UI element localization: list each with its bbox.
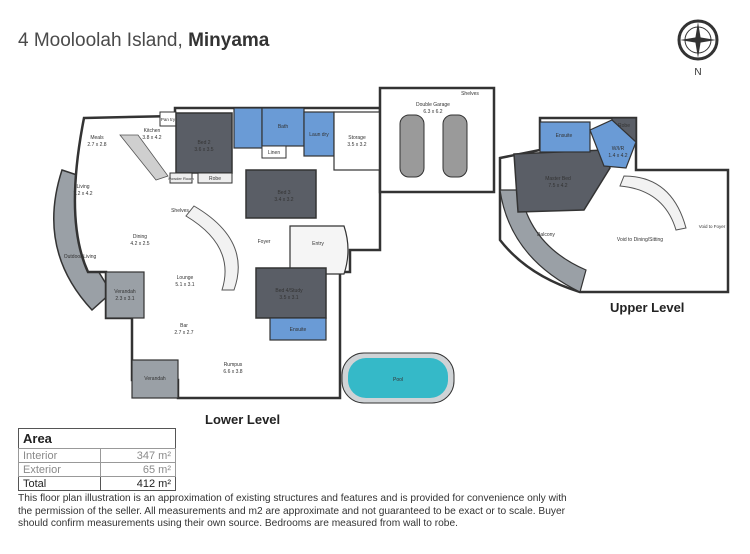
label-verandah2: Verandah: [144, 376, 166, 382]
bed2-room: [175, 112, 233, 174]
area-rows: Interior 347 m² Exterior 65 m² Total 412…: [18, 448, 177, 491]
car-icons: [399, 114, 468, 178]
label-balcony: Balcony: [537, 232, 555, 238]
label-rumpus-dim: 6.6 x 3.8: [223, 369, 242, 375]
lower-level-label: Lower Level: [205, 412, 281, 427]
lower-labels: Pan try Meals 2.7 x 2.8 Kitchen 3.8 x 4.…: [64, 91, 480, 383]
label-storage-dim: 3.5 x 3.2: [347, 142, 366, 148]
label-bed4-dim: 3.5 x 3.1: [279, 295, 298, 301]
label-void-ds: Void to Dining/Sitting: [617, 237, 663, 243]
label-garage: Double Garage: [416, 102, 450, 108]
label-ensuite1: Ensuite: [290, 327, 307, 333]
entry-room: [289, 225, 349, 275]
label-bed4: Bed 4/Study: [275, 288, 303, 294]
verandah2-room: [131, 359, 179, 399]
label-living-dim: 7.2 x 4.2: [73, 191, 92, 197]
upper-stairs: [619, 175, 687, 231]
label-pool: Pool: [393, 377, 403, 383]
label-wir: W/I/R: [612, 146, 625, 152]
label-robe: Robe: [209, 176, 221, 182]
powder-wet-room: [233, 107, 263, 149]
label-kitchen-dim: 3.8 x 4.2: [142, 135, 161, 141]
label-lounge: Lounge: [177, 275, 194, 281]
laundry-room: [303, 111, 335, 157]
upper-level-plan: [498, 116, 730, 294]
label-robe2: Robe: [618, 123, 630, 129]
ensuite1-room: [269, 317, 327, 341]
bed3-room: [245, 169, 317, 219]
label-linen: Linen: [268, 150, 280, 156]
label-ensuite2: Ensuite: [556, 133, 573, 139]
label-bed2: Bed 2: [197, 140, 210, 146]
label-verandah1: Verandah: [114, 289, 136, 295]
label-lounge-dim: 5.1 x 3.1: [175, 282, 194, 288]
area-value: 412 m²: [99, 476, 177, 491]
area-row-interior: Interior 347 m²: [18, 448, 177, 463]
label-pantry: Pan try: [161, 117, 176, 122]
address: 4 Mooloolah Island,: [18, 30, 183, 51]
label-storage: Storage: [348, 135, 366, 141]
area-row-total: Total 412 m²: [18, 476, 177, 491]
area-table: Area Interior 347 m² Exterior 65 m² Tota…: [18, 428, 177, 491]
area-value: 347 m²: [99, 448, 177, 463]
upper-labels: Ensuite Robe Master Bed 7.5 x 4.2 W/I/R …: [537, 123, 726, 243]
label-powder: Powder Room: [168, 176, 194, 181]
area-value: 65 m²: [99, 462, 177, 477]
label-wir-dim: 1.4 x 4.2: [608, 153, 627, 159]
storage-room: [333, 111, 381, 171]
label-kitchen: Kitchen: [144, 128, 161, 134]
bath-room: [261, 107, 305, 147]
floor-plan: Pan try Meals 2.7 x 2.8 Kitchen 3.8 x 4.…: [53, 86, 730, 404]
area-label: Interior: [18, 448, 101, 463]
label-bath: Bath: [278, 124, 289, 130]
label-laundry: Laun dry: [309, 132, 329, 138]
label-shelves2: Shelves: [171, 208, 189, 214]
label-entry: Entry: [312, 241, 324, 247]
label-meals-dim: 2.7 x 2.8: [87, 142, 106, 148]
label-living: Living: [76, 184, 89, 190]
upper-level-label: Upper Level: [610, 300, 685, 315]
label-bed3: Bed 3: [277, 190, 290, 196]
suburb: Minyama: [188, 30, 270, 51]
label-shelves: Shelves: [461, 91, 479, 97]
label-rumpus: Rumpus: [224, 362, 243, 368]
label-bar-dim: 2.7 x 2.7: [174, 330, 193, 336]
compass-north-label: N: [694, 67, 701, 78]
property-title: 4 Mooloolah Island, Minyama: [18, 30, 269, 52]
label-bed2-dim: 3.6 x 3.5: [194, 147, 213, 153]
compass-icon: N: [677, 19, 719, 78]
label-garage-dim: 6.3 x 6.2: [423, 109, 442, 115]
kitchen-island: [119, 134, 169, 181]
area-label: Total: [18, 476, 101, 491]
label-master: Master Bed: [545, 176, 571, 182]
label-bed3-dim: 3.4 x 3.2: [274, 197, 293, 203]
area-heading: Area: [18, 428, 176, 448]
label-outdoor: Outdoor Living: [64, 254, 97, 260]
stairs: [185, 205, 239, 291]
label-meals: Meals: [90, 135, 104, 141]
label-foyer: Foyer: [258, 239, 271, 245]
label-dining-dim: 4.2 x 2.5: [130, 241, 149, 247]
verandah1-room: [105, 271, 145, 319]
linen-room: [261, 145, 287, 159]
label-bar: Bar: [180, 323, 188, 329]
disclaimer: This floor plan illustration is an appro…: [18, 493, 567, 529]
label-verandah1-dim: 2.3 x 3.1: [115, 296, 134, 302]
wir-room: [589, 119, 637, 169]
label-master-dim: 7.5 x 4.2: [548, 183, 567, 189]
balcony-room: [499, 189, 587, 293]
lower-level-plan: [53, 86, 496, 404]
pool: [348, 358, 448, 398]
label-void-foyer: Void to Foyer: [699, 224, 726, 229]
robe-room: [197, 172, 233, 184]
ensuite2-room: [539, 121, 591, 153]
powder-room: [169, 172, 193, 184]
area-label: Exterior: [18, 462, 101, 477]
area-row-exterior: Exterior 65 m²: [18, 462, 177, 477]
label-dining: Dining: [133, 234, 147, 240]
